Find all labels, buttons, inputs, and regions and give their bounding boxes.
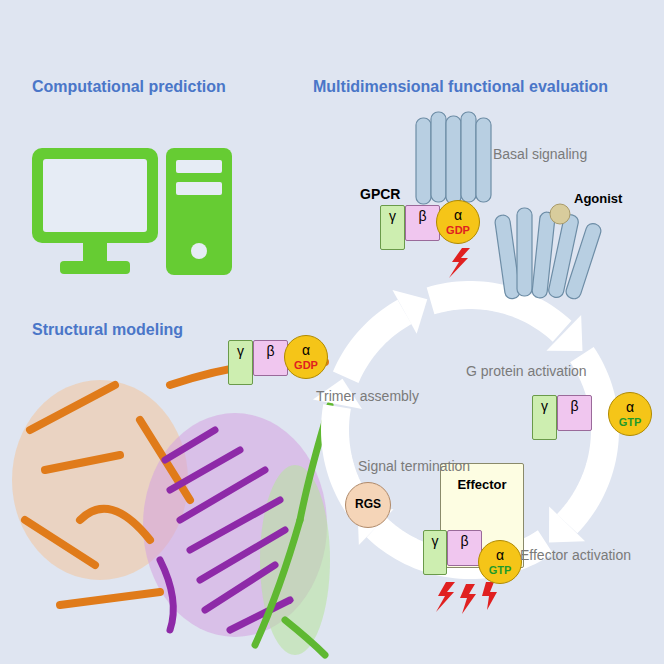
computer-icon xyxy=(32,148,232,275)
subunit-label: α xyxy=(302,343,310,358)
nucleotide-label: GDP xyxy=(294,359,318,371)
ligand-label: Agonist xyxy=(574,192,622,207)
beta-subunit: β xyxy=(557,395,592,431)
section-heading: Structural modeling xyxy=(32,321,183,339)
stage-label: Effector activation xyxy=(520,547,631,563)
alpha-subunit: αGDP xyxy=(284,335,328,379)
gpcr-receptor-active xyxy=(494,208,602,301)
subunit-label: γ xyxy=(389,209,396,224)
gamma-subunit: γ xyxy=(423,530,447,575)
subunit-label: γ xyxy=(237,344,244,359)
subunit-label: RGS xyxy=(355,498,381,511)
subunit-label: Effector xyxy=(457,478,506,492)
stage-label: Trimer assembly xyxy=(316,388,419,404)
subunit-label: β xyxy=(266,344,274,359)
cycle-arc xyxy=(346,312,405,377)
section-heading: Computational prediction xyxy=(32,78,226,96)
alpha-subunit: αGTP xyxy=(478,540,522,584)
subunit-label: α xyxy=(496,548,504,563)
receptor-label: GPCR xyxy=(360,186,400,202)
section-heading: Multidimensional functional evaluation xyxy=(313,78,608,96)
cycle-arc xyxy=(567,355,605,524)
subunit-label: β xyxy=(570,399,578,414)
nucleotide-label: GTP xyxy=(489,564,512,576)
rgs-circle: RGS xyxy=(345,482,391,528)
gamma-subunit: γ xyxy=(380,205,405,250)
alpha-subunit: αGTP xyxy=(608,392,652,436)
cycle-arrowhead xyxy=(546,315,582,351)
gpcr-receptor xyxy=(416,112,491,204)
alpha-subunit: αGDP xyxy=(436,200,480,244)
subunit-label: β xyxy=(418,209,426,224)
gamma-subunit: γ xyxy=(228,340,253,385)
nucleotide-label: GDP xyxy=(446,224,470,236)
beta-subunit: β xyxy=(447,530,482,566)
stage-label: G protein activation xyxy=(466,363,587,379)
subunit-label: γ xyxy=(432,534,439,549)
beta-subunit: β xyxy=(405,205,440,241)
gamma-subunit: γ xyxy=(532,395,557,440)
protein-structure xyxy=(12,361,330,655)
subunit-label: α xyxy=(454,208,462,223)
subunit-label: γ xyxy=(541,399,548,414)
beta-subunit: β xyxy=(253,340,288,376)
subunit-label: α xyxy=(626,400,634,415)
subunit-label: β xyxy=(460,534,468,549)
cycle-arrowhead xyxy=(392,290,427,334)
stage-label: Signal termination xyxy=(358,458,470,474)
cycle-arrowhead xyxy=(549,506,585,542)
stage-label: Basal signaling xyxy=(493,146,587,162)
agonist-sphere xyxy=(550,204,570,224)
cycle-arc xyxy=(431,295,563,331)
nucleotide-label: GTP xyxy=(619,416,642,428)
